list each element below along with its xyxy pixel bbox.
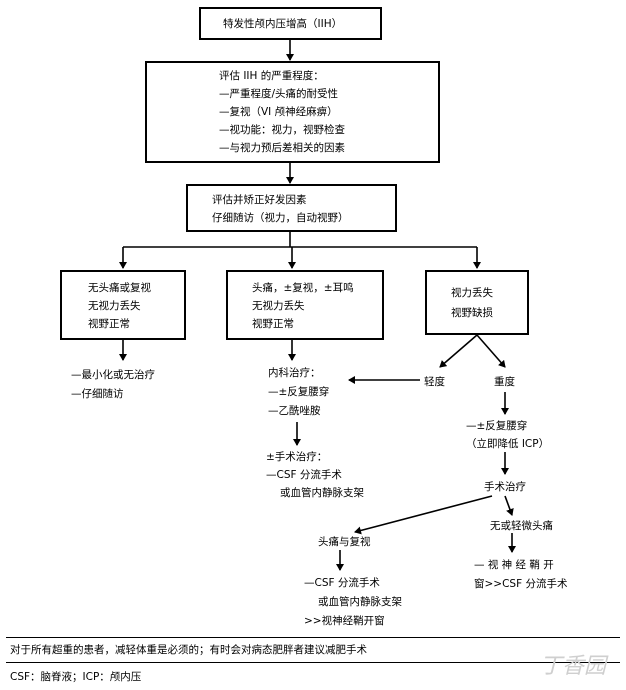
surgical-title: ±手术治疗： [266, 451, 328, 463]
ha-option-1: —CSF 分流手术 [304, 577, 380, 589]
left-treat-line-2: —仔细随访 [71, 388, 124, 400]
arrow-surgery-to-headache [354, 495, 493, 535]
mild-label: 轻度 [424, 376, 445, 388]
footer-divider-bottom [6, 662, 620, 663]
left-box-line-3: 视野正常 [88, 318, 130, 330]
lp-line-1: —±反复腰穿 [466, 420, 528, 432]
arrow-right-to-mild [439, 334, 478, 368]
left-box-line-1: 无头痛或复视 [88, 282, 151, 294]
middle-box-line-2: 无视力丢失 [252, 300, 305, 312]
ha-option-3: >>视神经鞘开窗 [304, 615, 385, 627]
surgery-label: 手术治疗 [484, 481, 526, 493]
medical-line-2: —乙酰唑胺 [268, 405, 321, 417]
right-box-line-1: 视力丢失 [451, 287, 493, 299]
box-iih-title: 特发性颅内压增高（IIH） [199, 7, 382, 40]
medical-title: 内科治疗： [268, 367, 321, 379]
box-assess-severity: 评估 IIH 的严重程度： —严重程度/头痛的耐受性 —复视（VI 颅神经麻痹）… [145, 61, 440, 163]
assess-line-2: —严重程度/头痛的耐受性 [219, 88, 339, 100]
correct-line-1: 评估并矫正好发因素 [212, 194, 307, 206]
arrow-right-to-severe [476, 334, 506, 368]
footer-divider-top [6, 637, 620, 638]
left-box-line-2: 无视力丢失 [88, 300, 141, 312]
box-vision-loss: 视力丢失 视野缺损 [425, 270, 529, 335]
box-headache: 头痛，±复视，±耳鸣 无视力丢失 视野正常 [226, 270, 384, 340]
no-headache-label: 无或轻微头痛 [490, 520, 553, 532]
left-treat-line-1: —最小化或无治疗 [71, 369, 155, 381]
surgical-line-2: 或血管内静脉支架 [280, 487, 364, 499]
watermark-logo: 丁香园 [540, 654, 607, 679]
middle-box-line-1: 头痛，±复视，±耳鸣 [252, 282, 354, 294]
severe-label: 重度 [494, 376, 515, 388]
nh-option-2: 窗>>CSF 分流手术 [474, 578, 568, 590]
correct-line-2: 仔细随访（视力，自动视野） [212, 212, 349, 224]
box-no-headache: 无头痛或复视 无视力丢失 视野正常 [60, 270, 186, 340]
surgical-line-1: —CSF 分流手术 [266, 469, 342, 481]
headache-diplopia-label: 头痛与复视 [318, 536, 371, 548]
right-box-line-2: 视野缺损 [451, 307, 493, 319]
assess-line-5: —与视力预后差相关的因素 [219, 142, 345, 154]
footer-note: 对于所有超重的患者，减轻体重是必须的；有时会对病态肥胖者建议减肥手术 [10, 644, 367, 656]
iih-title-text: 特发性颅内压增高（IIH） [223, 18, 343, 30]
assess-line-1: 评估 IIH 的严重程度： [219, 70, 324, 82]
middle-box-line-3: 视野正常 [252, 318, 294, 330]
ha-option-2: 或血管内静脉支架 [318, 596, 402, 608]
medical-line-1: —±反复腰穿 [268, 386, 330, 398]
footer-abbr: CSF：脑脊液；ICP：颅内压 [10, 671, 142, 683]
nh-option-1: — 视 神 经 鞘 开 [474, 559, 554, 571]
box-correct-factors: 评估并矫正好发因素 仔细随访（视力，自动视野） [186, 184, 397, 232]
assess-line-3: —复视（VI 颅神经麻痹） [219, 106, 338, 118]
arrow-surgery-to-no-headache [504, 495, 514, 516]
lp-line-2: （立即降低 ICP） [466, 438, 550, 450]
assess-line-4: —视功能：视力，视野检查 [219, 124, 345, 136]
